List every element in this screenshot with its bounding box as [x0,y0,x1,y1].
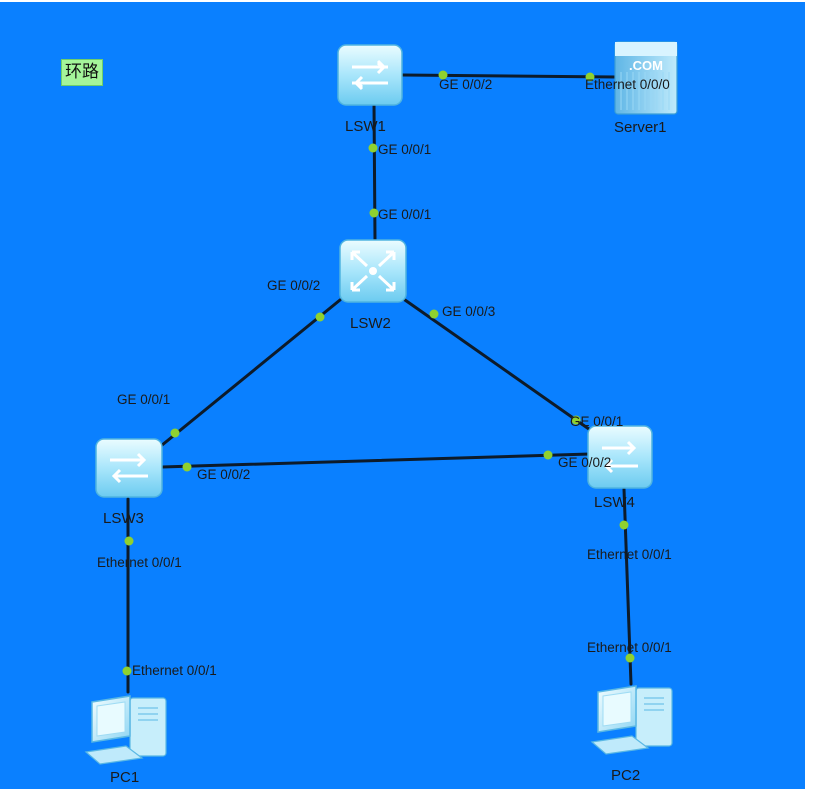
l2-switch-icon[interactable] [587,425,653,489]
link-lsw1-server1[interactable] [400,73,618,79]
port-dot[interactable] [619,520,629,530]
device-label-pc1: PC1 [110,769,140,786]
port-dot[interactable] [369,208,379,218]
port-label: Ethernet 0/0/0 [585,77,670,92]
port-dot[interactable] [543,450,553,460]
link-lsw3-lsw4[interactable] [160,452,592,469]
port-label: GE 0/0/1 [378,207,432,222]
server-icon[interactable]: .COM [614,41,678,115]
device-label-lsw4: LSW4 [594,494,635,511]
port-label: GE 0/0/2 [558,455,612,470]
l2-switch-icon[interactable] [95,438,163,498]
link-lsw2-lsw3[interactable] [154,298,342,452]
topology-svg: .COM [84,41,678,765]
port-label: GE 0/0/2 [267,278,321,293]
device-label-server1: Server1 [614,119,667,136]
pc-icon[interactable] [84,695,167,765]
links [126,73,633,694]
l3-switch-icon[interactable] [339,239,407,303]
port-dots [122,70,635,676]
port-dot[interactable] [315,312,325,322]
port-dot[interactable] [585,72,595,82]
l2-switch-icon[interactable] [337,44,403,106]
port-label: GE 0/0/1 [570,414,624,429]
port-label: Ethernet 0/0/1 [587,547,672,562]
port-label: GE 0/0/2 [197,467,251,482]
port-dot[interactable] [625,653,635,663]
port-dot[interactable] [571,415,581,425]
port-dot[interactable] [124,536,134,546]
pc-icon[interactable] [590,685,673,755]
port-dot[interactable] [438,70,448,80]
device-label-pc2: PC2 [611,767,641,784]
port-label: Ethernet 0/0/1 [132,663,217,678]
port-label: GE 0/0/3 [442,304,496,319]
port-label: GE 0/0/2 [439,77,493,92]
port-label: Ethernet 0/0/1 [97,555,182,570]
port-dot[interactable] [170,428,180,438]
device-label-lsw3: LSW3 [103,510,144,527]
port-label: GE 0/0/1 [378,142,432,157]
port-dot[interactable] [429,309,439,319]
device-label-lsw1: LSW1 [345,118,386,135]
topology-title-label[interactable]: 环路 [61,59,103,86]
link-lsw2-lsw4[interactable] [403,298,598,436]
server-badge: .COM [629,58,663,73]
port-dot[interactable] [122,666,132,676]
port-dot[interactable] [182,462,192,472]
device-label-lsw2: LSW2 [350,315,391,332]
port-label: Ethernet 0/0/1 [587,640,672,655]
port-dot[interactable] [368,143,378,153]
topology-canvas[interactable]: .COM 环路 LSW1 LSW2 LSW3 LSW4 Server1 PC1 … [0,2,805,789]
port-label: GE 0/0/1 [117,392,171,407]
